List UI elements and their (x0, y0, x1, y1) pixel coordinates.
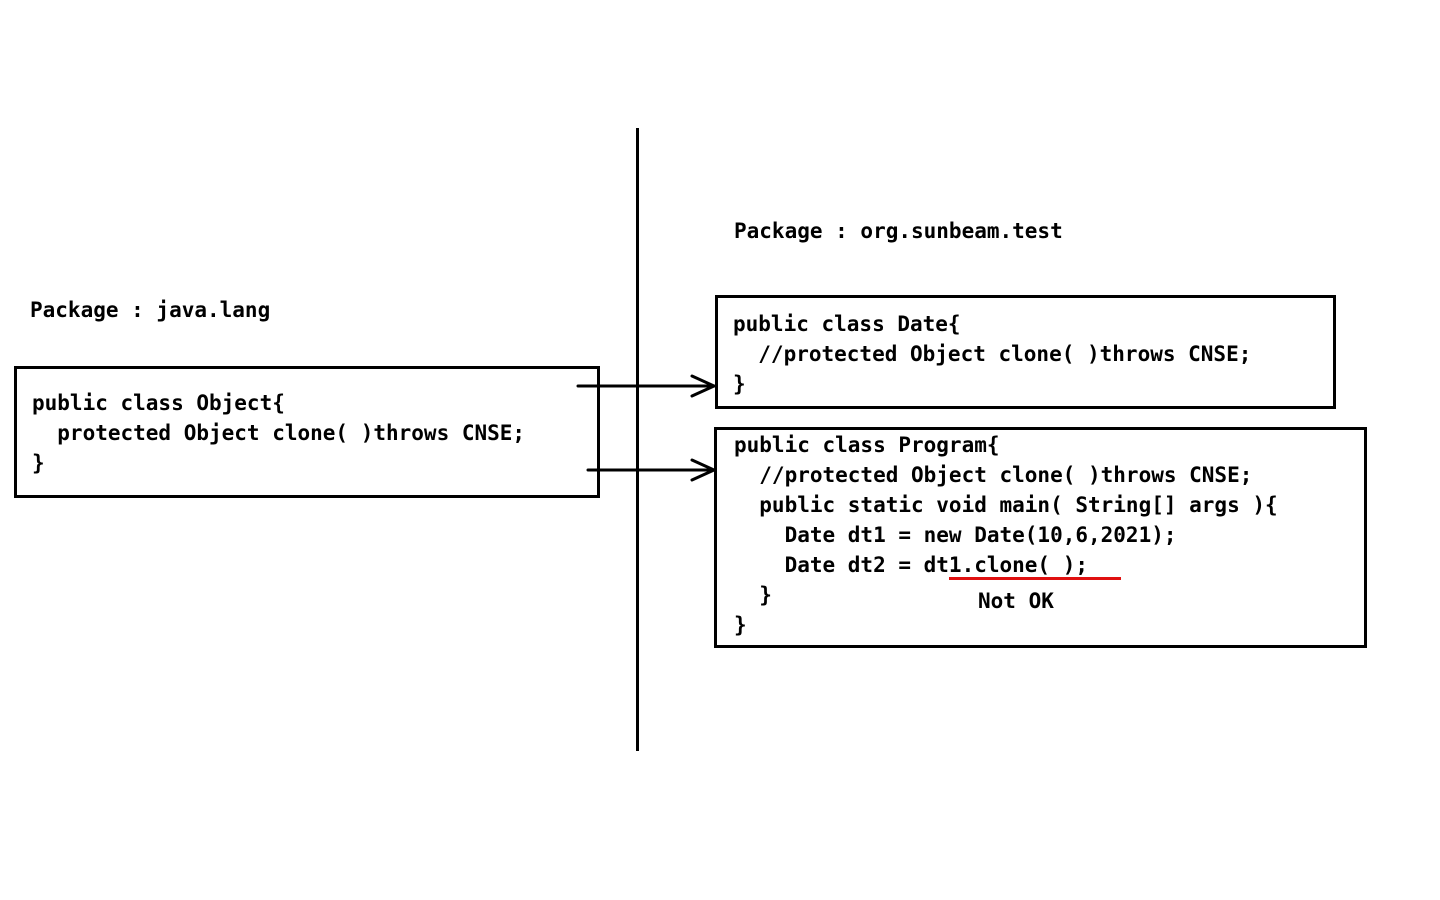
code-line: //protected Object clone( )throws CNSE; (733, 342, 1252, 366)
package-label-org-sunbeam-test: Package : org.sunbeam.test (734, 219, 1063, 243)
object-class-box: public class Object{ protected Object cl… (14, 366, 600, 498)
code-line: public class Object{ (32, 391, 285, 415)
code-line: protected Object clone( )throws CNSE; (32, 421, 526, 445)
package-label-java-lang: Package : java.lang (30, 298, 271, 322)
code-line: public class Program{ (734, 433, 1000, 457)
code-line: public static void main( String[] args )… (734, 493, 1278, 517)
code-line: Date dt1 = new Date(10,6,2021); (734, 523, 1177, 547)
error-underline (949, 577, 1121, 580)
package-divider (636, 128, 639, 751)
code-line: } (734, 583, 772, 607)
code-line: } (734, 613, 747, 637)
not-ok-annotation: Not OK (978, 589, 1054, 613)
code-line: //protected Object clone( )throws CNSE; (734, 463, 1253, 487)
date-class-box: public class Date{ //protected Object cl… (715, 295, 1336, 409)
program-class-box: public class Program{ //protected Object… (714, 427, 1367, 648)
code-line: Date dt2 = dt1.clone( ); (734, 553, 1089, 577)
code-line: public class Date{ (733, 312, 961, 336)
arrow-to-program (586, 458, 716, 482)
code-line: } (32, 451, 45, 475)
code-line: } (733, 372, 746, 396)
